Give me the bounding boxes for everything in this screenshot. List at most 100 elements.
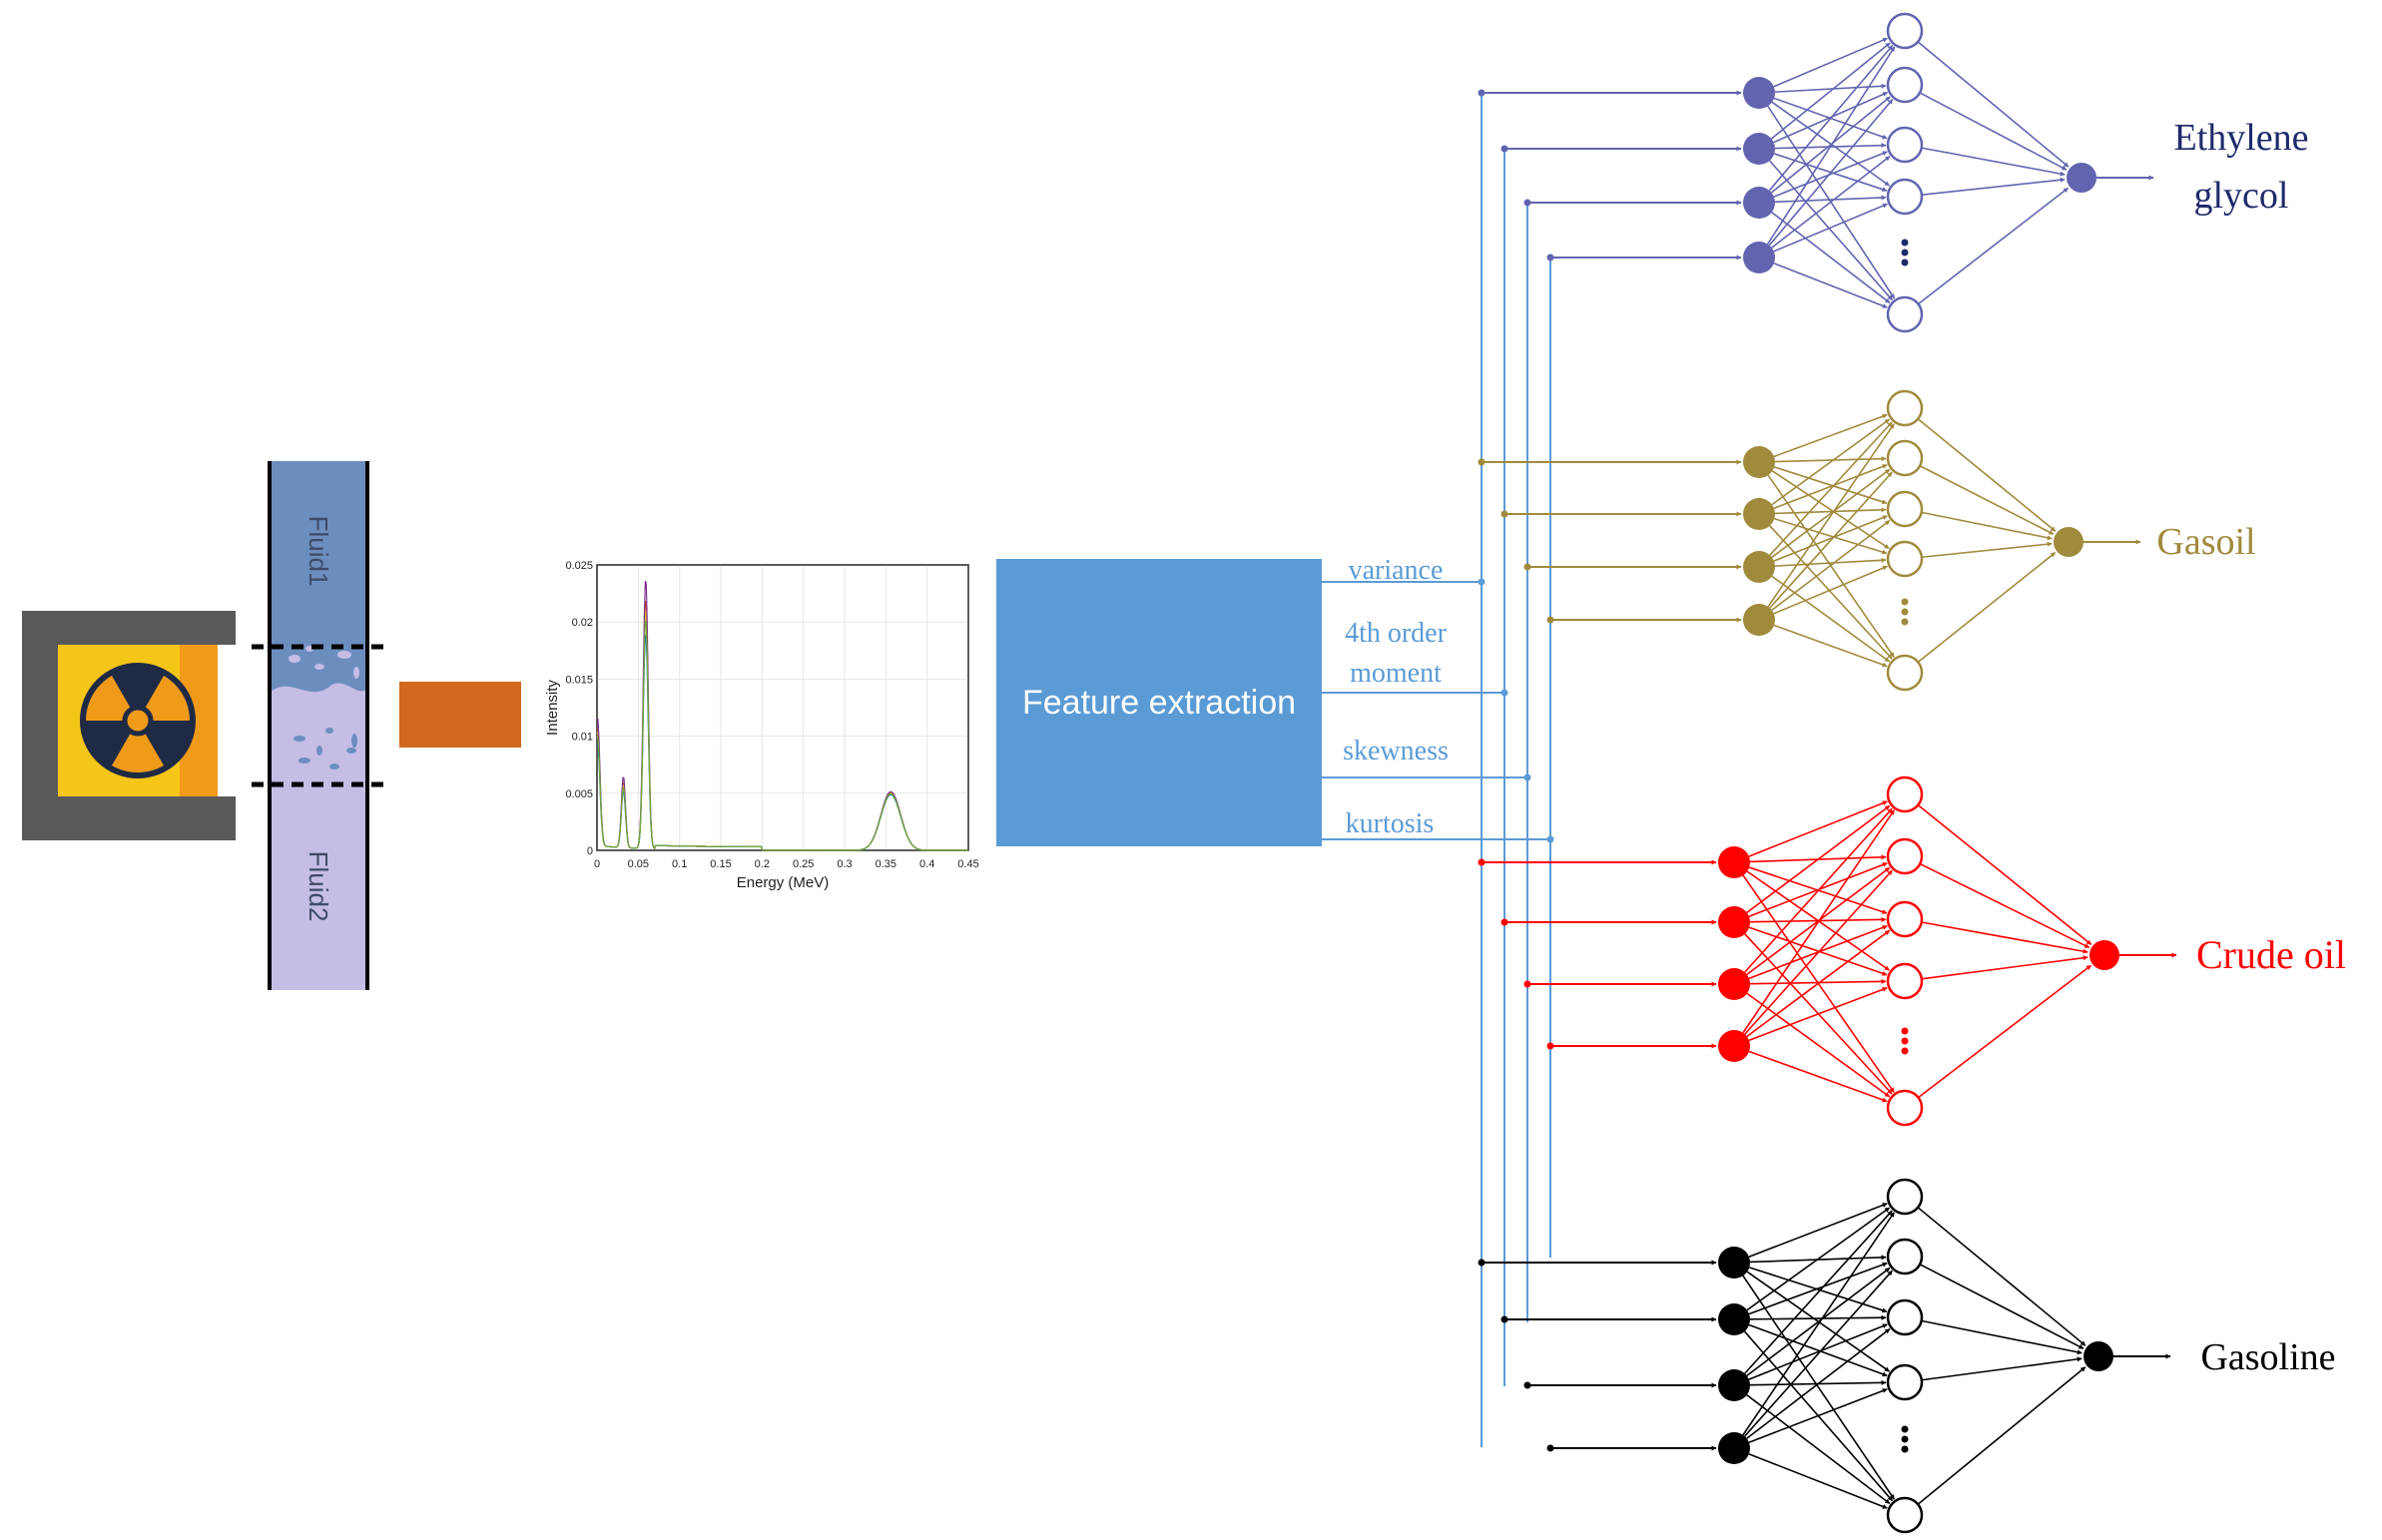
output-node: [2067, 163, 2096, 193]
input-node: [1743, 498, 1775, 530]
input-node: [1718, 1432, 1750, 1464]
input-feed-dot: [1523, 1381, 1531, 1389]
input-hidden-connection: [1774, 507, 1887, 515]
spectrum-x-axis-label: Energy (MeV): [737, 874, 830, 891]
spectrum-x-tick-label: 0.3: [837, 858, 852, 870]
spectrum-x-tick-label: 0: [594, 858, 600, 870]
output-label: Gasoil: [2156, 521, 2255, 563]
input-node: [1718, 1369, 1750, 1401]
input-hidden-connection: [1773, 515, 1888, 562]
input-hidden-connection: [1744, 1210, 1893, 1374]
input-hidden-connection: [1773, 262, 1888, 308]
spectrum-x-tick-label: 0.45: [957, 858, 978, 870]
spectrum-y-tick-label: 0.025: [565, 560, 593, 572]
input-hidden-connection: [1774, 195, 1887, 204]
spectrum-y-tick-label: 0.005: [565, 788, 593, 800]
input-hidden-connection: [1744, 807, 1893, 973]
input-node: [1743, 551, 1775, 583]
input-feed-dot: [1523, 199, 1531, 207]
input-hidden-connection: [1773, 413, 1888, 458]
hidden-node: [1886, 439, 1924, 477]
spectrum-y-tick-label: 0.015: [565, 674, 593, 686]
hidden-output-connection: [1921, 541, 2053, 559]
fluid2-region: [270, 693, 367, 990]
input-hidden-connection: [1773, 624, 1888, 668]
radiation-icon: [80, 663, 196, 778]
hidden-output-connection: [1918, 964, 2091, 1099]
input-node: [1718, 906, 1750, 938]
input-node: [1718, 1303, 1750, 1335]
spectrum-x-tick-label: 0.4: [919, 858, 934, 870]
spectrum-y-tick-label: 0.02: [572, 617, 593, 629]
input-hidden-connection: [1771, 155, 1891, 249]
ellipsis-dot: [1901, 618, 1909, 626]
feature-extraction-label: Feature extraction: [1022, 684, 1296, 722]
input-hidden-connection: [1774, 456, 1887, 463]
spectrum-y-tick-label: 0.01: [572, 732, 593, 744]
feature-label: moment: [1350, 658, 1442, 689]
input-hidden-connection: [1749, 978, 1887, 985]
input-hidden-connection: [1773, 464, 1888, 510]
input-hidden-connection: [1771, 418, 1891, 506]
fluid1-label: Fluid1: [303, 516, 333, 587]
input-hidden-connection: [1748, 987, 1888, 1042]
ellipsis-dot: [1901, 598, 1909, 606]
hidden-output-connection: [1921, 147, 2066, 177]
input-hidden-connection: [1746, 804, 1891, 914]
input-node: [1718, 1030, 1750, 1062]
network-4: Gasoline: [1478, 1178, 2336, 1534]
input-hidden-connection: [1748, 1267, 1888, 1313]
input-node: [1743, 187, 1775, 219]
output-label: Gasoline: [2200, 1336, 2335, 1378]
pipe: Fluid1 Fluid2: [252, 461, 391, 990]
output-label: Crude oil: [2196, 932, 2346, 977]
hidden-output-connection: [1921, 955, 2088, 980]
hidden-node: [1886, 295, 1924, 333]
input-node: [1718, 968, 1750, 1000]
input-hidden-connection: [1767, 474, 1895, 658]
input-feed-dot: [1478, 458, 1486, 466]
hidden-node: [1886, 962, 1924, 1000]
input-feed-dot: [1500, 510, 1508, 518]
input-hidden-connection: [1748, 1388, 1888, 1443]
output-label: glycol: [2194, 175, 2289, 217]
hidden-output-connection: [1919, 1264, 2084, 1349]
ellipsis-dot: [1901, 1425, 1909, 1433]
hidden-node: [1886, 837, 1924, 875]
input-node: [1718, 1247, 1750, 1279]
hidden-output-connection: [1921, 1319, 2083, 1355]
network-3: Crude oil: [1478, 775, 2346, 1127]
input-feed-dot: [1478, 1259, 1486, 1267]
input-hidden-connection: [1748, 1050, 1888, 1103]
spectrum-x-tick-label: 0.1: [672, 858, 687, 870]
input-feed-dot: [1478, 858, 1486, 866]
input-node: [1718, 846, 1750, 878]
ellipsis-dot: [1901, 1435, 1909, 1443]
input-node: [1743, 133, 1775, 165]
hidden-node: [1886, 490, 1924, 528]
input-hidden-connection: [1744, 869, 1893, 1035]
input-hidden-connection: [1748, 1323, 1888, 1377]
radiation-source: [22, 611, 238, 840]
input-hidden-connection: [1769, 525, 1893, 660]
hidden-output-connection: [1917, 418, 2057, 532]
input-feed-dot: [1546, 254, 1554, 261]
hidden-node: [1886, 900, 1924, 938]
input-feed-dot: [1546, 1042, 1554, 1050]
ellipsis-dot: [1901, 1445, 1909, 1453]
hidden-node: [1886, 126, 1924, 164]
hidden-output-connection: [1919, 862, 2090, 949]
hidden-node: [1886, 1363, 1924, 1401]
hidden-node: [1886, 1089, 1924, 1127]
spectrum-plot-area: [596, 564, 969, 851]
network-2: Gasoil: [1478, 389, 2256, 692]
ellipsis-dot: [1901, 239, 1909, 247]
input-node: [1743, 446, 1775, 478]
output-node: [2089, 940, 2119, 970]
input-hidden-connection: [1748, 1203, 1888, 1258]
feature-label: 4th order: [1345, 618, 1448, 649]
hidden-node: [1886, 66, 1924, 104]
input-hidden-connection: [1769, 471, 1893, 609]
